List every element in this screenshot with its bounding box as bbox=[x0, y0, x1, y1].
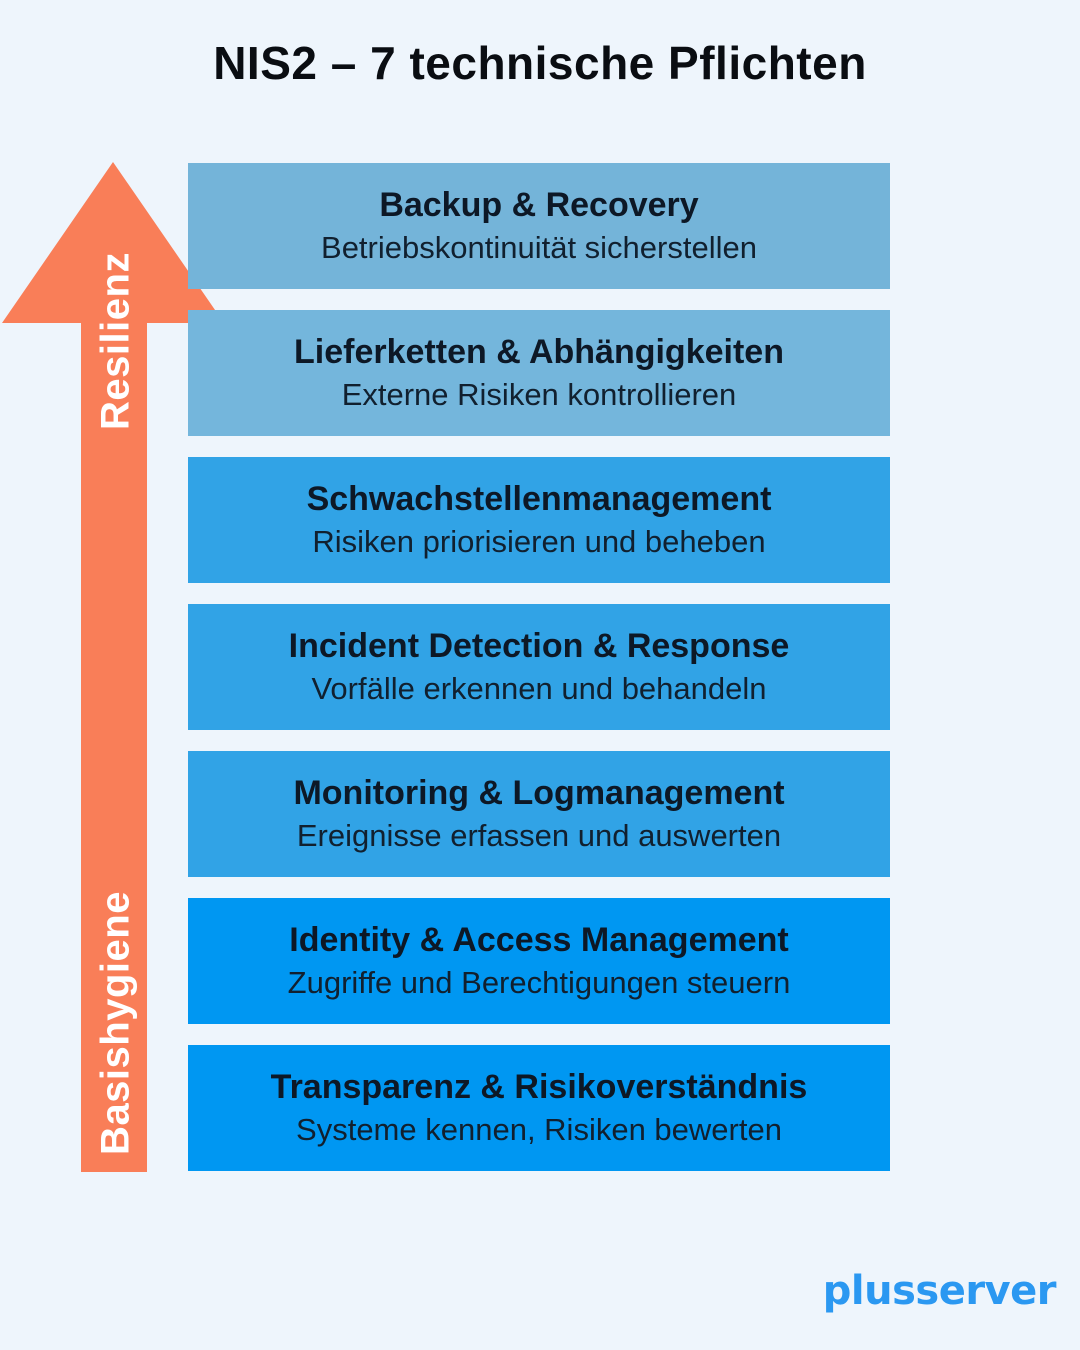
bar-title: Schwachstellenmanagement bbox=[306, 479, 772, 518]
bar-title: Backup & Recovery bbox=[379, 185, 699, 224]
bar-subtitle: Ereignisse erfassen und auswerten bbox=[296, 818, 782, 854]
bar-monitoring-logmanagement: Monitoring & Logmanagement Ereignisse er… bbox=[188, 751, 890, 877]
bar-title: Transparenz & Risikoverständnis bbox=[270, 1067, 808, 1106]
bar-schwachstellenmanagement: Schwachstellenmanagement Risiken prioris… bbox=[188, 457, 890, 583]
bar-backup-recovery: Backup & Recovery Betriebskontinuität si… bbox=[188, 163, 890, 289]
bar-subtitle: Zugriffe und Berechtigungen steuern bbox=[287, 965, 791, 1001]
plusserver-logo: plusserver bbox=[822, 1268, 1057, 1314]
bar-subtitle: Vorfälle erkennen und behandeln bbox=[311, 671, 767, 707]
page-title: NIS2 – 7 technische Pflichten bbox=[213, 37, 867, 89]
axis-label-resilienz: Resilienz bbox=[93, 252, 138, 430]
bar-subtitle: Systeme kennen, Risiken bewerten bbox=[296, 1112, 782, 1148]
axis-label-basishygiene: Basishygiene bbox=[93, 891, 138, 1155]
bar-title: Incident Detection & Response bbox=[288, 626, 790, 665]
bar-transparenz-risiko: Transparenz & Risikoverständnis Systeme … bbox=[188, 1045, 890, 1171]
bar-subtitle: Betriebskontinuität sicherstellen bbox=[321, 230, 757, 266]
bar-subtitle: Externe Risiken kontrollieren bbox=[341, 377, 737, 413]
bar-title: Identity & Access Management bbox=[289, 920, 789, 959]
bar-lieferketten: Lieferketten & Abhängigkeiten Externe Ri… bbox=[188, 310, 890, 436]
bar-identity-access: Identity & Access Management Zugriffe un… bbox=[188, 898, 890, 1024]
bar-title: Monitoring & Logmanagement bbox=[293, 773, 785, 812]
bar-incident-detection: Incident Detection & Response Vorfälle e… bbox=[188, 604, 890, 730]
resilience-axis-arrow bbox=[2, 162, 224, 1172]
up-arrow-icon bbox=[2, 162, 224, 1172]
bar-subtitle: Risiken priorisieren und beheben bbox=[312, 524, 766, 560]
bar-title: Lieferketten & Abhängigkeiten bbox=[294, 332, 784, 371]
